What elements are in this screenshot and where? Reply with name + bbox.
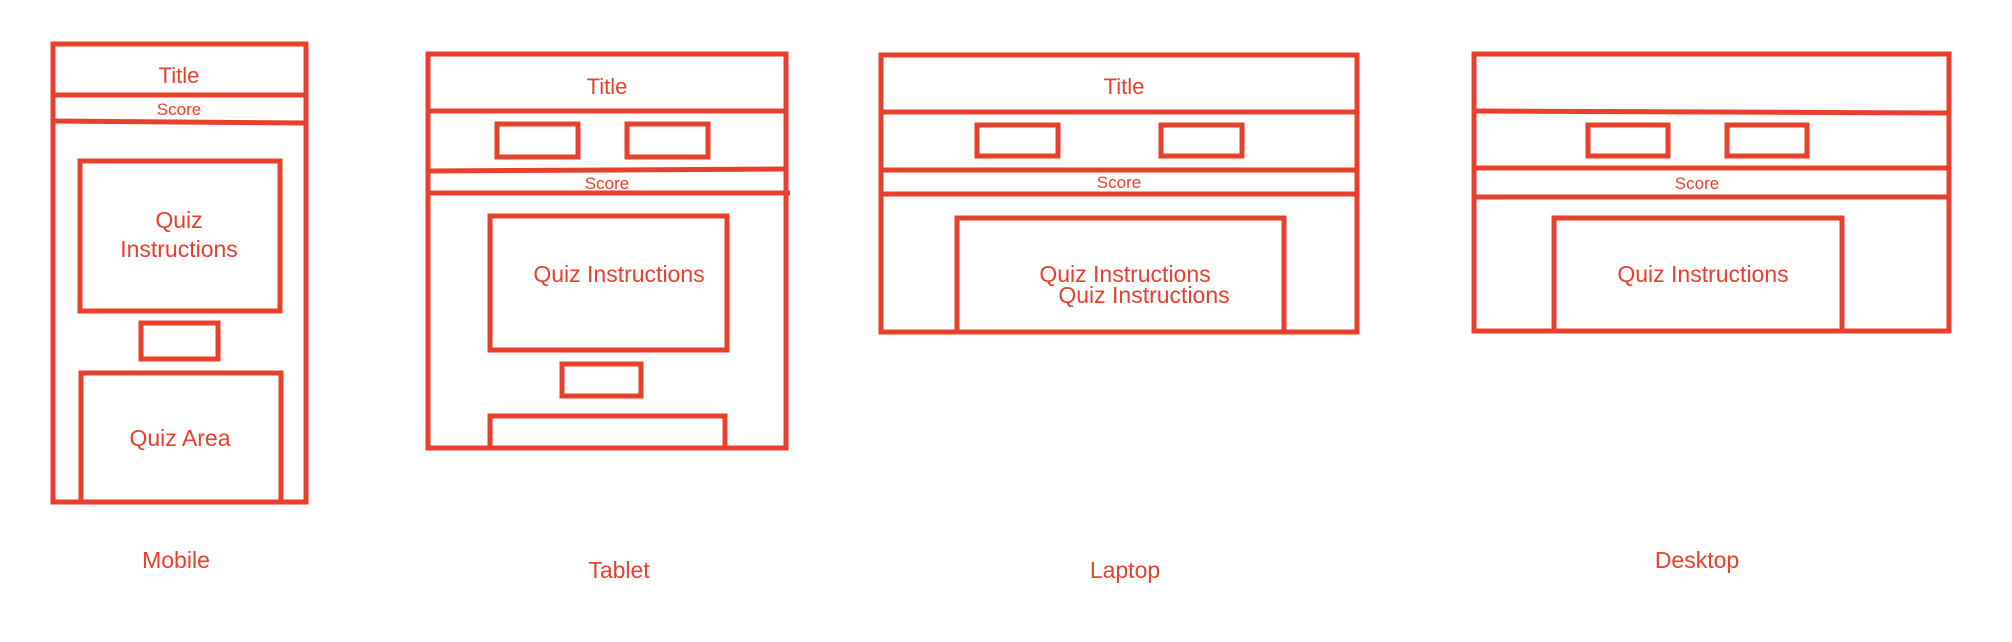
tablet-nav-divider — [427, 166, 787, 174]
tablet-nav-button-1 — [494, 121, 581, 160]
mobile-button — [138, 320, 221, 362]
mobile-quiz-area-box — [78, 370, 284, 505]
mobile-quiz-area-label: Quiz Area — [130, 425, 231, 451]
desktop-score-label: Score — [1675, 174, 1719, 193]
laptop-instructions-label-line2: Quiz Instructions — [1058, 282, 1229, 308]
laptop-title-label: Title — [1104, 74, 1145, 99]
mobile-instructions-box — [77, 158, 283, 314]
laptop-caption: Laptop — [1090, 557, 1160, 583]
laptop-score-label: Score — [1097, 173, 1141, 192]
tablet-score-label: Score — [585, 174, 629, 193]
laptop-instructions-label-line1: Quiz Instructions — [1039, 261, 1210, 287]
tablet-button — [559, 361, 644, 399]
desktop-nav-button-2 — [1724, 122, 1810, 159]
laptop-instructions-box — [954, 215, 1287, 335]
tablet-wireframe: Title Score Quiz Instructions Tablet — [425, 51, 790, 583]
mobile-instructions-label-line1: Quiz — [155, 207, 202, 233]
desktop-nav-button-1 — [1585, 122, 1671, 159]
mobile-instructions-label-line2: Instructions — [120, 236, 238, 262]
tablet-title-label: Title — [587, 74, 628, 99]
mobile-title-label: Title — [159, 63, 200, 88]
desktop-wireframe: Score Quiz Instructions Desktop — [1471, 51, 1952, 573]
desktop-caption: Desktop — [1655, 547, 1739, 573]
tablet-instructions-box — [487, 213, 730, 353]
laptop-wireframe: Title Score Quiz Instructions Quiz Instr… — [878, 52, 1360, 583]
desktop-instructions-label: Quiz Instructions — [1617, 261, 1788, 287]
desktop-title-divider — [1473, 108, 1950, 116]
tablet-quiz-area-box — [487, 413, 728, 451]
laptop-nav-button-1 — [974, 122, 1061, 159]
tablet-nav-button-2 — [624, 121, 711, 160]
mobile-caption: Mobile — [142, 547, 210, 573]
tablet-instructions-label: Quiz Instructions — [533, 261, 704, 287]
desktop-instructions-box — [1551, 215, 1845, 334]
laptop-nav-button-2 — [1158, 122, 1245, 159]
mobile-score-label: Score — [157, 100, 201, 119]
mobile-wireframe: Title Score Quiz Instructions Quiz Area … — [50, 41, 309, 573]
mobile-score-divider — [52, 118, 307, 126]
tablet-caption: Tablet — [588, 557, 650, 583]
